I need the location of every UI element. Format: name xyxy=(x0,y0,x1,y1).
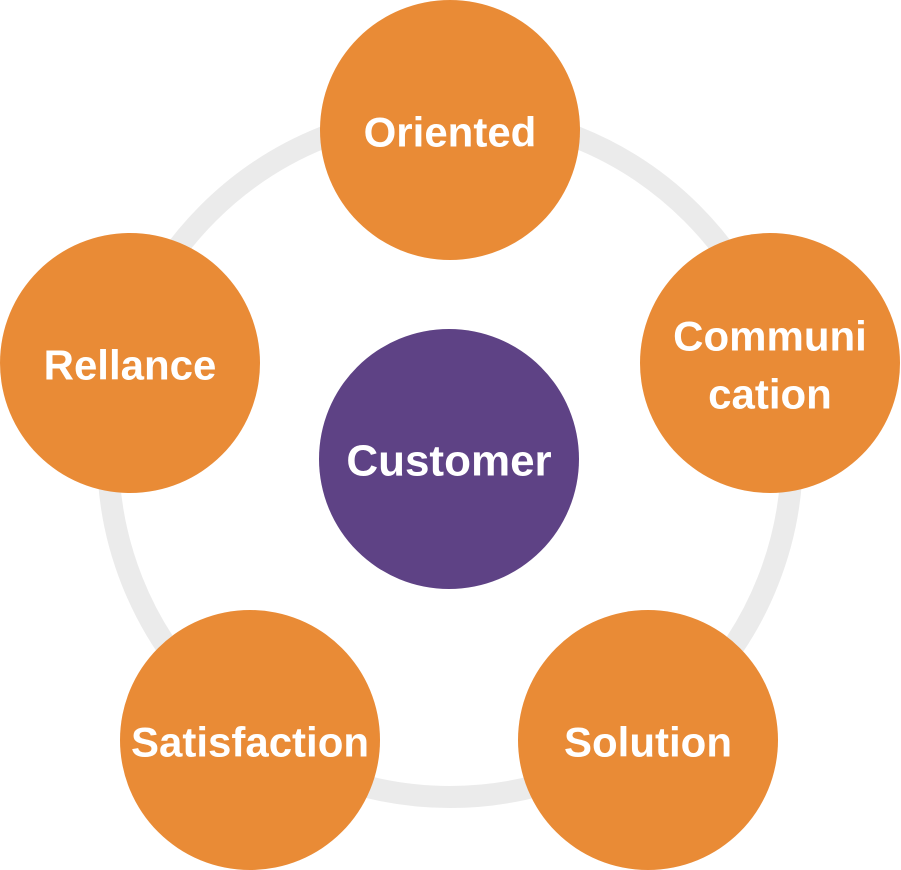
node-oriented-label: Oriented xyxy=(364,109,537,156)
center-node: Customer xyxy=(319,329,579,589)
node-solution-label: Solution xyxy=(564,719,732,766)
center-node-circle xyxy=(319,329,579,589)
node-communication-label: cation xyxy=(708,371,832,418)
node-communication-label: Communi xyxy=(673,313,867,360)
center-node-label: Customer xyxy=(346,437,551,486)
node-satisfaction: Satisfaction xyxy=(120,610,380,870)
node-rellance-circle xyxy=(0,233,260,493)
node-solution: Solution xyxy=(518,610,778,870)
node-satisfaction-circle xyxy=(120,610,380,870)
node-rellance: Rellance xyxy=(0,233,260,493)
node-oriented-circle xyxy=(320,0,580,260)
node-communication: Communi cation xyxy=(640,233,900,493)
node-communication-circle xyxy=(640,233,900,493)
node-rellance-label: Rellance xyxy=(44,342,217,389)
node-oriented: Oriented xyxy=(320,0,580,260)
node-solution-circle xyxy=(518,610,778,870)
node-satisfaction-label: Satisfaction xyxy=(131,719,369,766)
